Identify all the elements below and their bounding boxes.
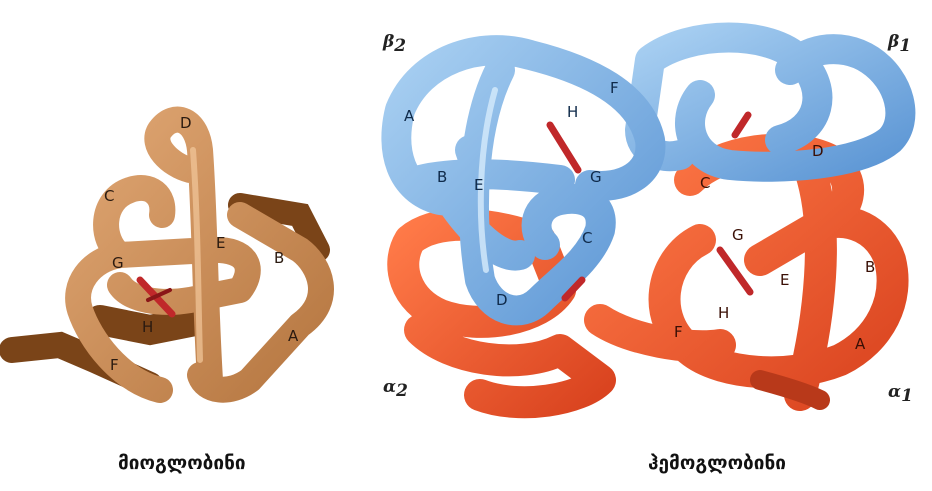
myoglobin-helix-label-c: C xyxy=(104,187,114,205)
beta2-helix-label-h: H xyxy=(567,103,578,121)
alpha1-helix-label-g: G xyxy=(732,226,744,244)
beta2-helix-label-a: A xyxy=(404,107,415,125)
alpha1-helix-label-a: A xyxy=(855,335,866,353)
alpha1-helix-label-c: C xyxy=(700,174,710,192)
alpha1-helix-label-e: E xyxy=(780,271,789,289)
myoglobin-caption: მიოგლობინი xyxy=(118,452,246,474)
beta1-heme xyxy=(735,115,748,135)
beta2-helix-label-f: F xyxy=(610,79,619,97)
beta2-heme xyxy=(550,125,578,170)
chain-label-alpha1: α1 xyxy=(888,382,913,406)
beta2-helix-label-c: C xyxy=(582,229,592,247)
alpha1-helix-label-d: D xyxy=(812,142,824,160)
myoglobin-helix-label-h: H xyxy=(142,318,153,336)
alpha1-helix-label-f: F xyxy=(674,323,683,341)
myoglobin-helix-label-f: F xyxy=(110,356,119,374)
alpha1-helix-label-b: B xyxy=(865,258,875,276)
myoglobin-helix-label-e: E xyxy=(216,234,225,252)
chain-label-beta2: β2 xyxy=(382,32,406,56)
hemoglobin-caption: ჰემოგლობინი xyxy=(648,452,786,474)
beta1-chain-tube xyxy=(640,38,900,167)
beta2-helix-label-d: D xyxy=(496,291,508,309)
alpha1-helix-label-h: H xyxy=(718,304,729,322)
chain-label-alpha2: α2 xyxy=(383,377,408,401)
hemoglobin-model: β2 β1 α2 α1 A B E F H G C D C D G E B H … xyxy=(382,32,913,406)
beta2-helix-label-e: E xyxy=(474,176,483,194)
myoglobin-helix-label-d: D xyxy=(180,114,192,132)
beta2-helix-label-g: G xyxy=(590,168,602,186)
myoglobin-model: D C E G B H A F xyxy=(12,114,321,390)
chain-label-beta1: β1 xyxy=(887,32,911,56)
myoglobin-helix-label-g: G xyxy=(112,254,124,272)
myoglobin-helix-label-b: B xyxy=(274,249,284,267)
myoglobin-helix-label-a: A xyxy=(288,327,299,345)
beta2-helix-label-b: B xyxy=(437,168,447,186)
